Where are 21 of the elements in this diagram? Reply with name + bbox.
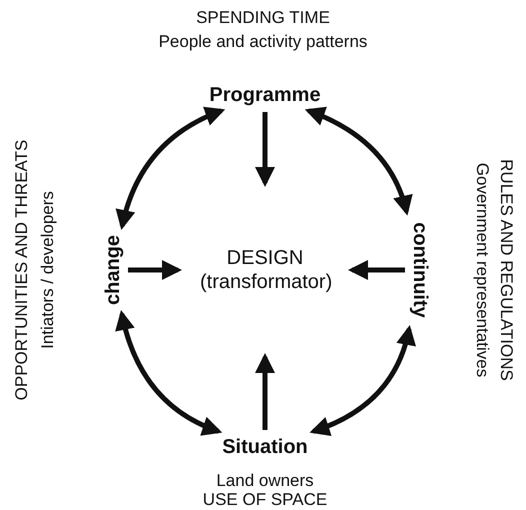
stakeholder-label: OPPORTUNITIES AND THREATS — [12, 140, 32, 400]
arrow — [310, 325, 416, 436]
stakeholder-label: USE OF SPACE — [202, 490, 328, 510]
arrow — [255, 353, 275, 430]
stakeholder-label: Intiators / developers — [38, 191, 58, 349]
stakeholder-label: SPENDING TIME — [196, 8, 330, 28]
arrow — [255, 112, 275, 187]
stakeholder-label: Land owners — [216, 471, 314, 491]
arrow — [348, 260, 405, 280]
concept-label: Programme — [205, 80, 325, 110]
arrow — [116, 310, 222, 435]
arrow — [128, 260, 182, 280]
stakeholder-label: RULES AND REGULATIONS — [496, 159, 516, 381]
stakeholder-label: People and activity patterns — [158, 32, 368, 52]
concept-label: continuity — [407, 213, 433, 327]
arrow — [116, 107, 226, 230]
concept-label: DESIGN (transformator) — [180, 185, 350, 355]
concept-label: Situation — [210, 432, 320, 462]
concept-label: change — [100, 228, 126, 312]
arrow — [304, 107, 412, 216]
stakeholder-label: Government representatives — [472, 162, 492, 378]
